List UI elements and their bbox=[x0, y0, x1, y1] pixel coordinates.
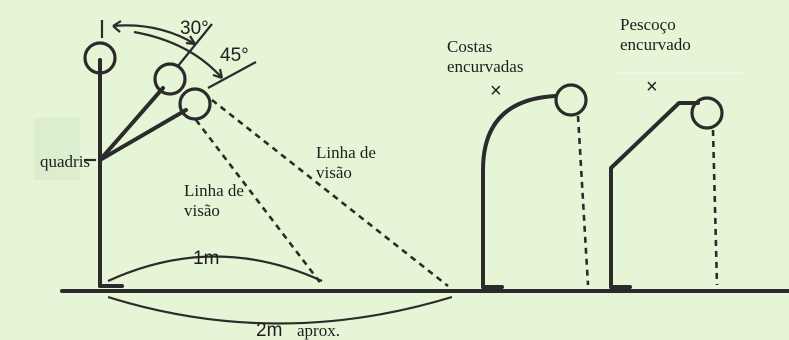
head-30deg bbox=[153, 62, 187, 96]
curved-back-label-2: encurvadas bbox=[447, 57, 523, 76]
head-bent-neck bbox=[690, 96, 724, 130]
30deg-arc-arrowhead-end bbox=[185, 35, 196, 46]
distance-approx-label: aprox. bbox=[297, 321, 340, 340]
wrong-mark-neck: × bbox=[646, 76, 658, 98]
distance-arc-1m bbox=[107, 255, 323, 283]
curved-back-label-1: Costas bbox=[447, 37, 492, 56]
bent-neck-label-2: encurvado bbox=[620, 35, 691, 54]
distance-2m-label: 2m bbox=[256, 320, 282, 340]
sightline-near-label-2: visão bbox=[184, 201, 220, 220]
sightline-curved-back bbox=[576, 115, 590, 286]
sightline-far-label-2: visão bbox=[316, 163, 352, 182]
angle-guides bbox=[100, 20, 257, 89]
bent-neck-figure bbox=[609, 96, 724, 289]
sightline-far-label-1: Linha de bbox=[316, 143, 376, 162]
sightline-bent-neck bbox=[711, 129, 719, 286]
bent-neck-body bbox=[609, 101, 700, 289]
30deg-arc bbox=[112, 24, 196, 45]
30deg-guide-line bbox=[177, 23, 213, 67]
45deg-arc bbox=[133, 30, 223, 79]
head-45deg bbox=[178, 87, 212, 121]
upright-figure bbox=[83, 41, 212, 288]
head-curved-back bbox=[554, 83, 588, 117]
angle-30-label: 30° bbox=[180, 18, 209, 39]
45deg-arc-arrowhead bbox=[212, 68, 224, 80]
sightline-near bbox=[194, 119, 324, 286]
head-upright bbox=[83, 41, 117, 75]
distance-arc-2m bbox=[107, 295, 453, 325]
45deg-guide-line bbox=[207, 61, 257, 89]
torso-30deg bbox=[98, 86, 165, 162]
wrong-mark-back: × bbox=[490, 80, 502, 102]
30deg-arc-arrowhead bbox=[112, 20, 122, 33]
curved-back-figure bbox=[481, 83, 590, 289]
distance-1m-label: 1m bbox=[193, 248, 219, 269]
torso-45deg bbox=[98, 108, 188, 162]
sightline-near-label-1: Linha de bbox=[184, 181, 244, 200]
angle-45-label: 45° bbox=[220, 45, 249, 66]
hip-label-backdrop bbox=[34, 118, 80, 180]
curved-back-body bbox=[481, 94, 557, 289]
bent-neck-label-1: Pescoço bbox=[620, 15, 676, 34]
hips-label: quadris bbox=[40, 152, 90, 171]
